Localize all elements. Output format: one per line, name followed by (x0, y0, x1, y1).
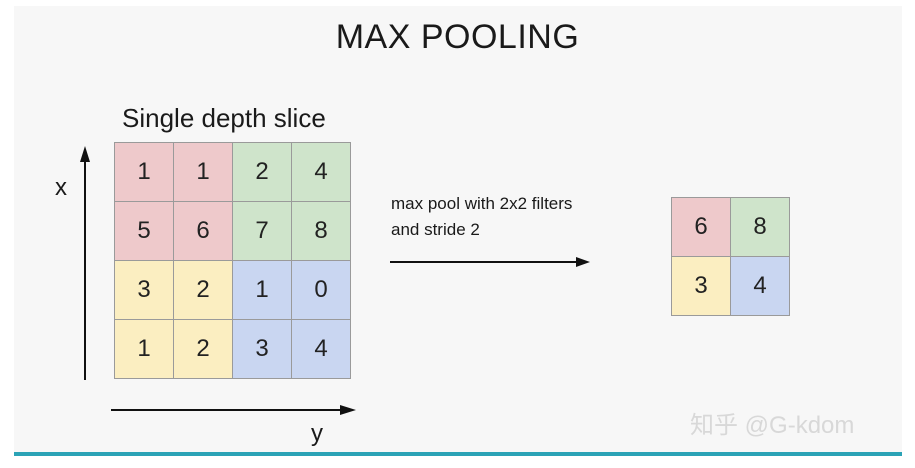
input-cell: 0 (291, 260, 351, 320)
page-title: MAX POOLING (335, 18, 580, 56)
x-axis-label: x (55, 174, 67, 201)
output-row: 3 4 (671, 256, 790, 316)
input-row: 1 2 3 4 (114, 319, 351, 379)
input-cell: 6 (173, 201, 233, 261)
input-cell: 1 (114, 319, 174, 379)
input-cell: 7 (232, 201, 292, 261)
y-axis-label: y (311, 420, 323, 447)
input-row: 1 1 2 4 (114, 142, 351, 202)
pooling-arrow (390, 257, 590, 267)
input-grid: 1 1 2 4 5 6 7 8 3 2 1 0 1 2 3 4 (114, 142, 351, 379)
input-grid-label: Single depth slice (122, 103, 326, 133)
output-cell: 3 (671, 256, 731, 316)
output-grid: 6 8 3 4 (671, 197, 790, 316)
output-cell: 4 (730, 256, 790, 316)
input-cell: 2 (232, 142, 292, 202)
input-cell: 4 (291, 142, 351, 202)
output-cell: 8 (730, 197, 790, 257)
y-axis-arrow (111, 405, 356, 415)
input-cell: 2 (173, 319, 233, 379)
output-cell: 6 (671, 197, 731, 257)
watermark: 知乎 @G-kdom (690, 412, 855, 439)
x-axis-arrow (80, 146, 90, 380)
input-cell: 3 (114, 260, 174, 320)
input-cell: 8 (291, 201, 351, 261)
bottom-accent-rule (14, 452, 902, 456)
operation-label-line1: max pool with 2x2 filters (391, 194, 573, 213)
input-cell: 1 (114, 142, 174, 202)
input-cell: 4 (291, 319, 351, 379)
input-cell: 2 (173, 260, 233, 320)
output-row: 6 8 (671, 197, 790, 257)
input-cell: 3 (232, 319, 292, 379)
operation-label-line2: and stride 2 (391, 220, 480, 239)
input-row: 5 6 7 8 (114, 201, 351, 261)
input-cell: 5 (114, 201, 174, 261)
